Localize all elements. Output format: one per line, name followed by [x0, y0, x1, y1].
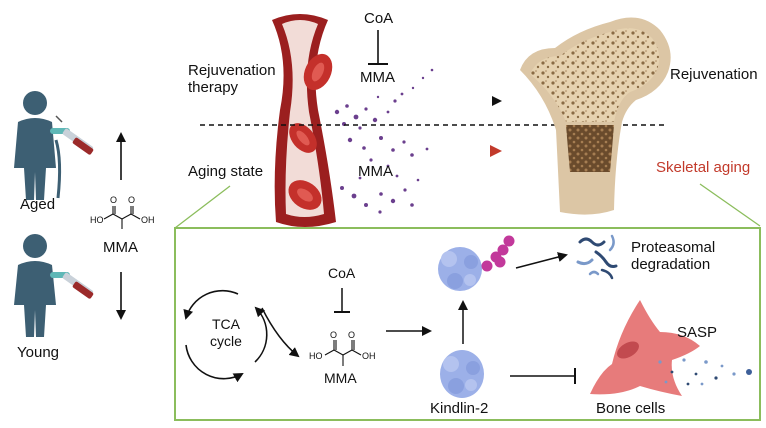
- oh-label-inset: OH: [362, 351, 376, 361]
- skeletal-aging-label: Skeletal aging: [656, 159, 751, 176]
- o-label-inset-1: O: [330, 330, 338, 340]
- coa-label-top: CoA: [364, 10, 394, 27]
- rejuvenation-therapy-line2: therapy: [188, 79, 239, 96]
- mma-label-inset: MMA: [324, 370, 357, 386]
- coa-label-inset: CoA: [328, 265, 356, 281]
- kindlin2-protein-icon: [440, 350, 484, 398]
- mma-label-left: MMA: [103, 239, 138, 256]
- ho-label-inset: HO: [309, 351, 323, 361]
- mechanism-inset: [174, 227, 761, 421]
- aging-state-label: Aging state: [188, 163, 264, 180]
- o-label-left-1: O: [110, 195, 118, 205]
- syringe-icon: [62, 272, 94, 299]
- mma-structure-inset: [324, 340, 362, 366]
- o-label-inset-2: O: [348, 330, 356, 340]
- proteasomal-line1: Proteasomal: [631, 239, 716, 256]
- aged-label: Aged: [20, 196, 56, 213]
- tca-label-line2: cycle: [210, 333, 242, 349]
- tca-cycle-icon: [183, 289, 268, 383]
- peptide-fragments-icon: [576, 234, 618, 280]
- tca-label-line1: TCA: [212, 316, 240, 332]
- blood-vessel: [272, 14, 336, 227]
- femur-bone: [520, 17, 671, 215]
- sasp-particles: [658, 358, 752, 386]
- aged-person-icon: [14, 91, 70, 200]
- syringe-icon: [55, 115, 94, 155]
- proteasomal-degradation-label: Proteasomal degradation: [631, 239, 715, 273]
- bone-cell-icon: [590, 300, 700, 396]
- rejuvenation-label: Rejuvenation: [670, 66, 758, 83]
- tca-cycle-label: TCA cycle: [196, 316, 256, 350]
- kindlin2-ubiquitinated-icon: [438, 247, 482, 291]
- young-person-icon: [14, 234, 70, 337]
- rejuvenation-therapy-line1: Rejuvenation: [188, 62, 276, 79]
- o-label-left-2: O: [128, 195, 136, 205]
- mma-structure-left: [103, 206, 141, 229]
- oh-label-left: OH: [141, 215, 155, 225]
- ho-label-left: HO: [90, 215, 104, 225]
- ubiquitin-chain-icon: [481, 235, 515, 272]
- sasp-label: SASP: [677, 324, 718, 341]
- young-label: Young: [17, 344, 59, 361]
- bone-cells-label: Bone cells: [596, 400, 666, 417]
- degradation-arrow: [515, 252, 568, 269]
- proteasomal-line2: degradation: [631, 256, 711, 273]
- rejuvenation-therapy-label: Rejuvenation therapy: [188, 62, 276, 96]
- mma-particles: [334, 68, 434, 214]
- tca-to-mma-arrow: [261, 307, 300, 358]
- mma-label-vessel: MMA: [358, 163, 393, 180]
- mma-label-top: MMA: [360, 69, 395, 86]
- kindlin2-label: Kindlin-2: [430, 400, 489, 417]
